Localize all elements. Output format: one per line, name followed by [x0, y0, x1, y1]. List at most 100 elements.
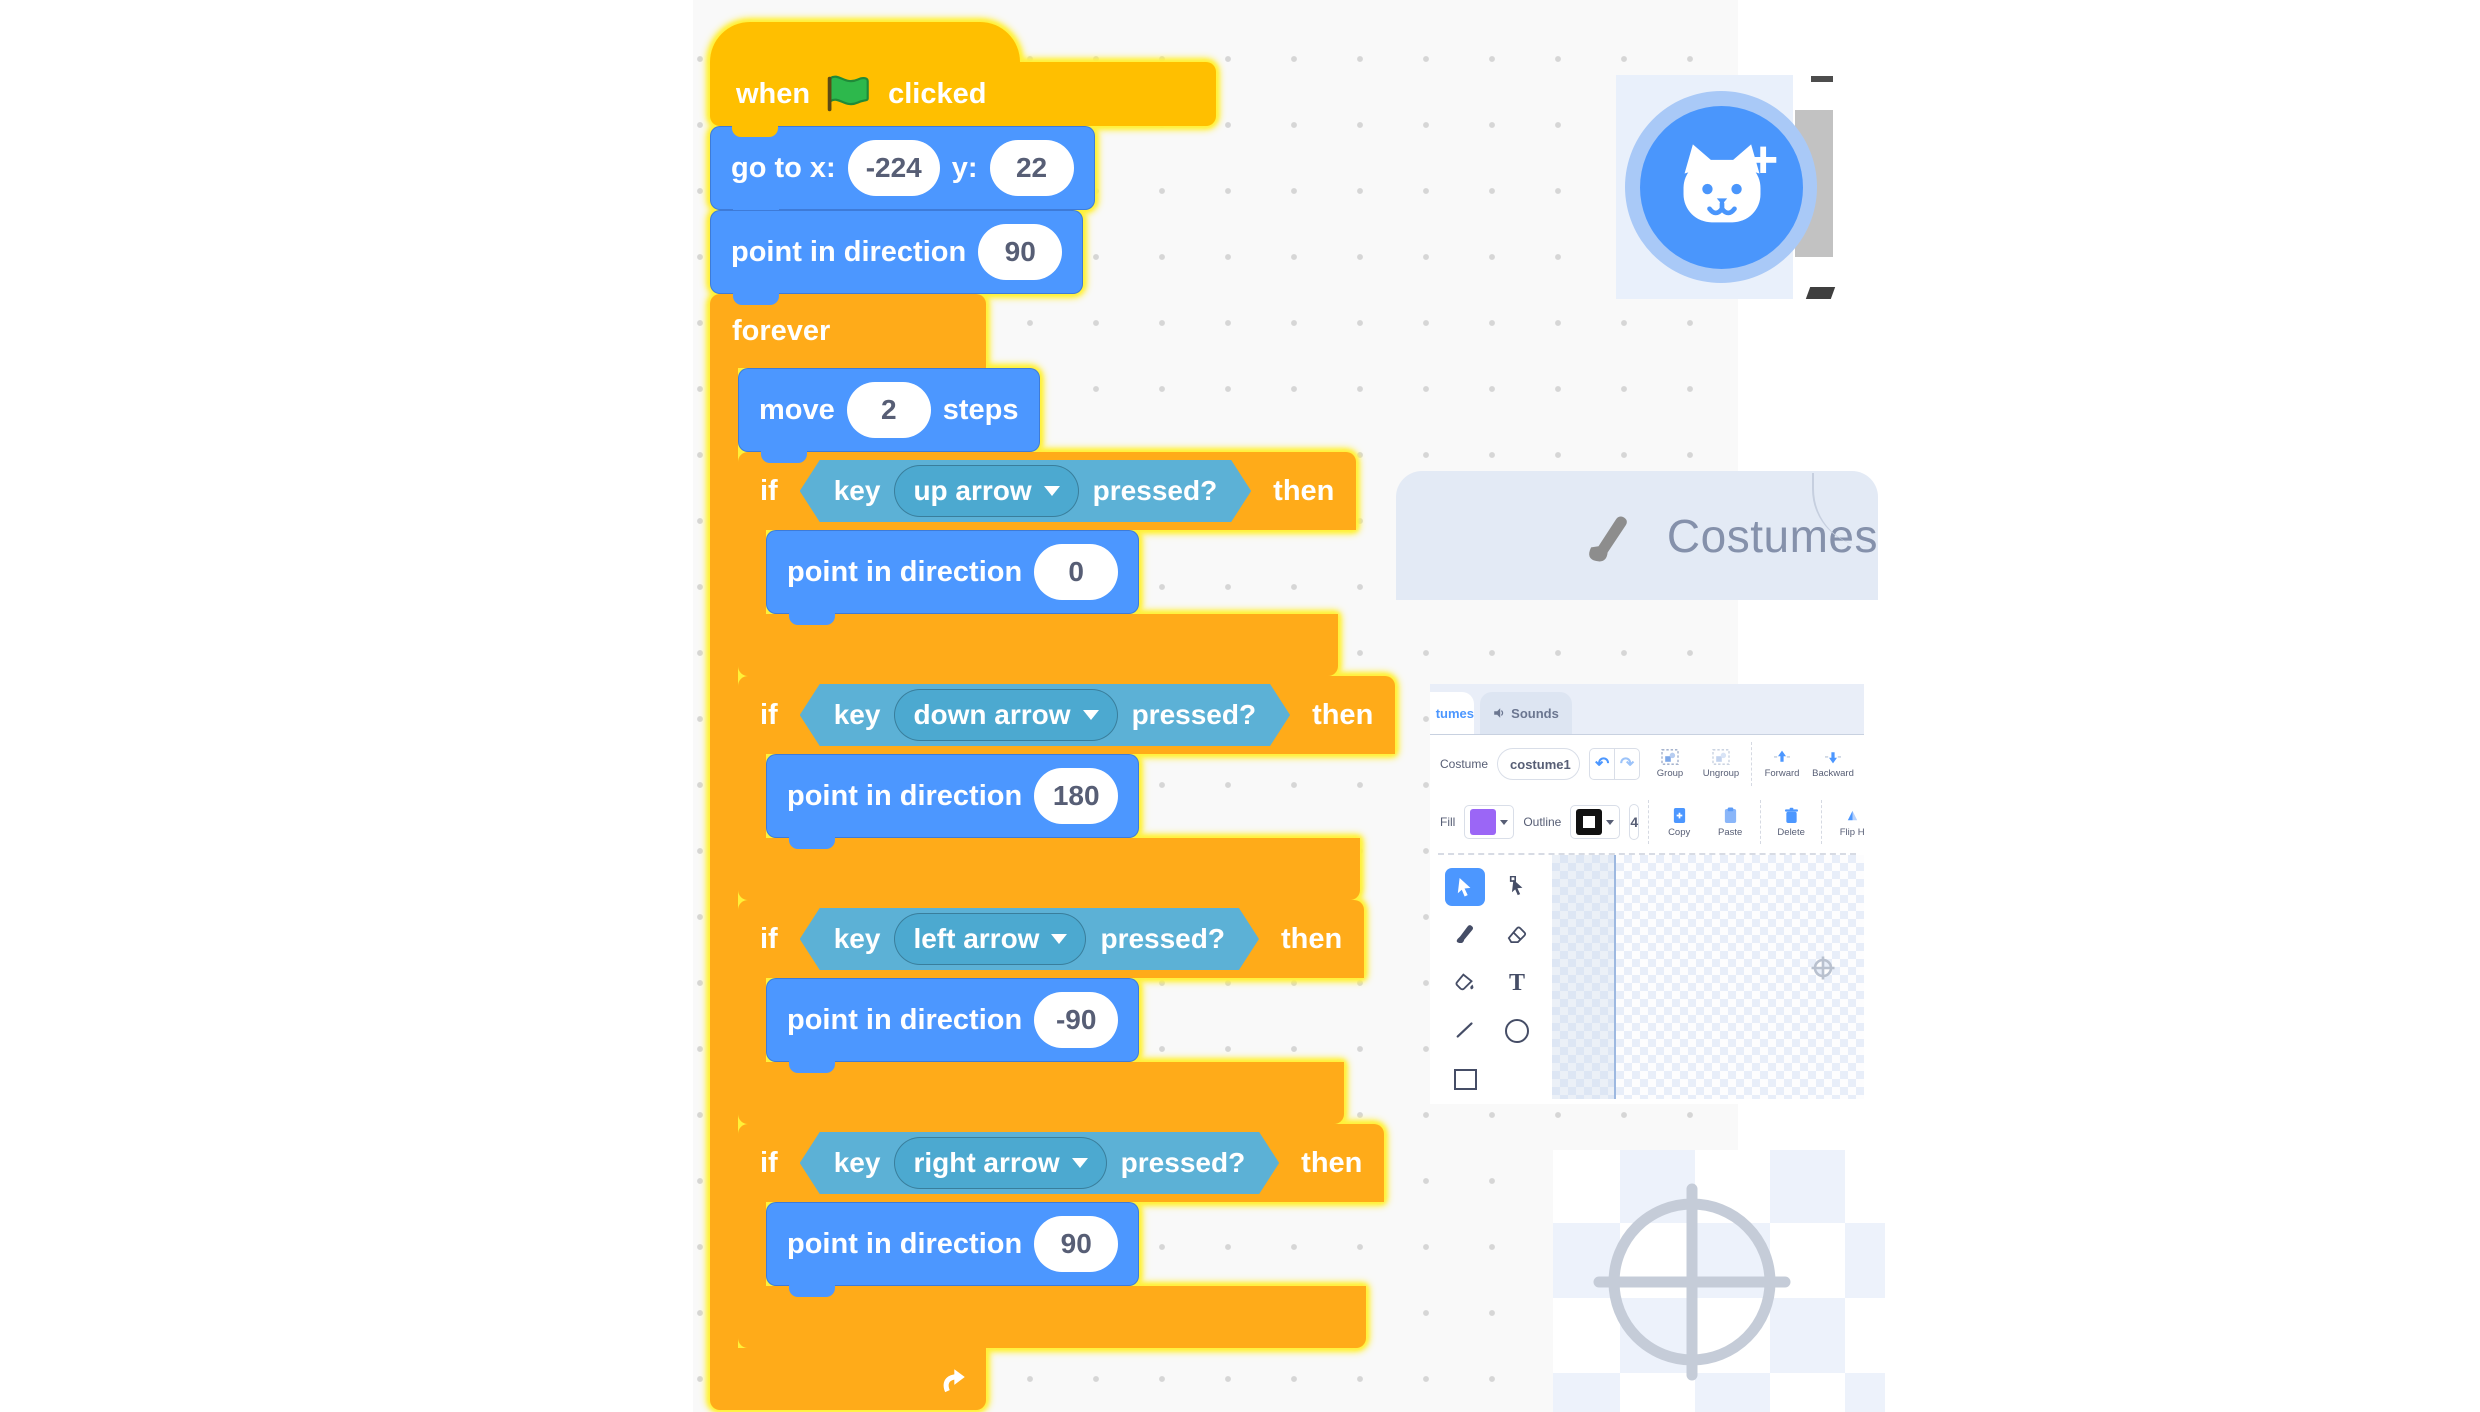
go-to-xy-block[interactable]: go to x: -224 y: 22: [710, 126, 1095, 221]
tab-costumes[interactable]: Costumes: [1396, 471, 1878, 600]
chevron-down-icon: [1500, 819, 1509, 825]
key-label: key: [833, 699, 881, 730]
select-tool[interactable]: [1445, 868, 1485, 906]
direction-input[interactable]: 90: [1034, 1216, 1119, 1272]
tab-label: Sounds: [1511, 705, 1559, 721]
point-label: point in direction: [787, 1227, 1023, 1260]
pressed-label: pressed?: [1120, 1147, 1246, 1178]
steps-input[interactable]: 2: [846, 382, 931, 438]
key-dropdown[interactable]: up arrow: [894, 465, 1078, 517]
if-spine: [738, 1202, 766, 1286]
point-in-direction-block[interactable]: point in direction 90: [766, 1202, 1140, 1297]
point-label: point in direction: [787, 779, 1023, 812]
key-dropdown[interactable]: down arrow: [894, 689, 1117, 741]
forever-bottom-bar: [710, 1348, 986, 1410]
if-block-up[interactable]: if key up arrow pressed? then: [738, 452, 1357, 676]
eraser-tool[interactable]: [1507, 925, 1527, 946]
add-sprite-button[interactable]: [1640, 106, 1803, 269]
delete-button[interactable]: Delete: [1770, 807, 1812, 838]
ungroup-button[interactable]: Ungroup: [1700, 749, 1742, 779]
ungroup-icon: [1712, 749, 1730, 765]
x-input[interactable]: -224: [847, 140, 940, 196]
chevron-down-icon: [1606, 819, 1615, 825]
script-stack: when clicked go to x: -224 y: 22 point i…: [710, 22, 1396, 1410]
point-label: point in direction: [787, 1003, 1023, 1036]
redo-button[interactable]: ↷: [1619, 754, 1635, 773]
line-tool[interactable]: [1455, 1021, 1475, 1042]
text-tool[interactable]: T: [1508, 969, 1525, 996]
cursor-icon: [1457, 878, 1471, 897]
key-pressed-condition[interactable]: key down arrow pressed?: [800, 684, 1290, 746]
point-in-direction-block[interactable]: point in direction -90: [766, 978, 1140, 1073]
key-pressed-condition[interactable]: key right arrow pressed?: [800, 1132, 1279, 1194]
fill-swatch[interactable]: [1464, 805, 1515, 839]
divider: [1648, 800, 1650, 844]
steps-label: steps: [942, 393, 1019, 426]
then-label: then: [1301, 1146, 1363, 1179]
button-caption: Copy: [1668, 826, 1691, 838]
point-label: point in direction: [787, 555, 1023, 588]
group-icon: [1661, 749, 1679, 765]
button-caption: Forward: [1764, 768, 1800, 779]
outline-swatch[interactable]: [1570, 805, 1621, 839]
undo-redo-group: ↶ ↷: [1589, 748, 1640, 780]
reshape-tool[interactable]: [1508, 875, 1526, 899]
paint-bucket-icon: [1455, 972, 1474, 990]
direction-input[interactable]: 180: [1034, 768, 1119, 824]
ui-fragment-bottom: [1805, 287, 1836, 299]
key-dropdown[interactable]: left arrow: [894, 913, 1086, 965]
copy-button[interactable]: Copy: [1658, 807, 1700, 838]
paste-button[interactable]: Paste: [1709, 807, 1751, 838]
paint-tabbar: tumes Sounds: [1430, 684, 1864, 735]
forward-button[interactable]: Forward: [1761, 749, 1803, 779]
cat-icon: [1683, 143, 1760, 222]
when-flag-clicked-block[interactable]: when clicked: [710, 22, 1216, 137]
divider: [1821, 800, 1823, 844]
undo-button[interactable]: ↶: [1590, 749, 1616, 779]
key-option: down arrow: [913, 699, 1071, 730]
move-label: move: [759, 393, 835, 426]
chevron-down-icon: [1072, 1158, 1088, 1168]
costume-label: Costume: [1440, 757, 1489, 771]
pressed-label: pressed?: [1092, 475, 1218, 506]
costume-name-input[interactable]: costume1: [1497, 748, 1581, 780]
direction-input[interactable]: -90: [1034, 992, 1119, 1048]
if-spine: [738, 754, 766, 838]
copy-icon: [1673, 807, 1685, 823]
key-label: key: [833, 1147, 881, 1178]
key-dropdown[interactable]: right arrow: [894, 1137, 1106, 1189]
if-block-right[interactable]: if key right arrow pressed? then: [738, 1124, 1385, 1348]
green-flag-icon: [827, 75, 869, 112]
direction-input[interactable]: 0: [1034, 544, 1119, 600]
if-block-down[interactable]: if key down arrow pressed? then: [738, 676, 1396, 900]
y-input[interactable]: 22: [989, 140, 1074, 196]
tab-costumes-small[interactable]: tumes: [1430, 692, 1474, 734]
direction-input[interactable]: 90: [978, 224, 1063, 280]
forever-block[interactable]: forever move 2 steps if key: [710, 294, 1396, 1410]
fill-label: Fill: [1440, 815, 1456, 829]
group-button[interactable]: Group: [1649, 749, 1691, 779]
tab-sounds-small[interactable]: Sounds: [1480, 692, 1572, 734]
button-caption: Flip H: [1839, 826, 1864, 838]
brush-icon: [1456, 924, 1474, 943]
move-steps-block[interactable]: move 2 steps: [738, 368, 1040, 463]
point-in-direction-block[interactable]: point in direction 0: [766, 530, 1140, 625]
fill-color: [1470, 809, 1497, 835]
key-pressed-condition[interactable]: key left arrow pressed?: [800, 908, 1259, 970]
canvas-edge-shade: [1552, 855, 1614, 1099]
if-block-left[interactable]: if key left arrow pressed? then: [738, 900, 1365, 1124]
flip-horizontal-button[interactable]: Flip H: [1831, 807, 1864, 838]
circle-tool[interactable]: [1505, 1019, 1529, 1043]
point-in-direction-block[interactable]: point in direction 90: [710, 210, 1084, 305]
rectangle-tool[interactable]: [1453, 1068, 1477, 1090]
then-label: then: [1273, 474, 1335, 507]
brush-tool[interactable]: [1455, 924, 1475, 946]
fill-tool[interactable]: [1455, 972, 1475, 994]
point-in-direction-block[interactable]: point in direction 180: [766, 754, 1140, 849]
goto-label: go to x:: [731, 151, 836, 184]
paint-canvas[interactable]: [1552, 855, 1864, 1099]
key-pressed-condition[interactable]: key up arrow pressed?: [800, 460, 1251, 522]
backward-button[interactable]: Backward: [1812, 749, 1854, 779]
stroke-width-input[interactable]: 4: [1629, 804, 1640, 840]
